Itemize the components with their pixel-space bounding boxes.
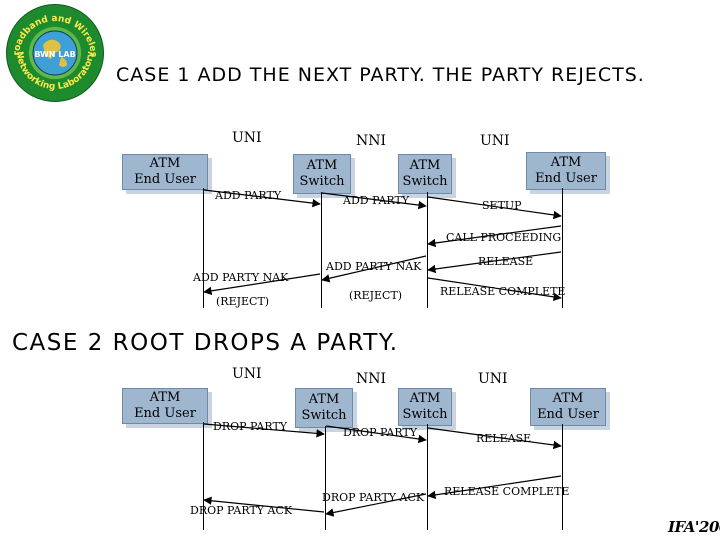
case1-msg-reject-2: (REJECT)	[349, 289, 403, 302]
lab-logo: Broadband and Wireless Networking Labora…	[6, 4, 104, 102]
case2-msg-drop-party-ack-2: DROP PARTY ACK	[322, 491, 425, 504]
case2-msg-release-complete: RELEASE COMPLETE	[444, 485, 570, 498]
case2-switch-left: ATM Switch	[295, 388, 353, 428]
case2-switch-right: ATM Switch	[398, 388, 452, 426]
case1-msg-add-party-nak-1: ADD PARTY NAK	[193, 271, 289, 284]
case2-arrow-release	[427, 427, 562, 450]
globe-icon: Broadband and Wireless Networking Labora…	[7, 5, 98, 92]
case1-switch-right: ATM Switch	[398, 154, 452, 194]
case2-arrow-drop-party-ack-1	[203, 496, 325, 513]
case2-uni-right-label: UNI	[478, 371, 508, 387]
case1-msg-release: RELEASE	[478, 255, 534, 268]
case1-arrow-add-party-nak-1	[203, 273, 321, 295]
case1-uni-left-label: UNI	[232, 130, 262, 146]
case2-msg-drop-party-ack-1: DROP PARTY ACK	[190, 504, 293, 517]
case1-lifeline-user-right	[562, 188, 563, 308]
signature: IFA'2005	[668, 518, 720, 536]
case2-lifeline-switch-left	[325, 426, 326, 530]
case1-lifeline-switch-left	[321, 192, 322, 308]
case1-msg-add-party-nak-2: ADD PARTY NAK	[326, 260, 422, 273]
case1-end-user-left: ATM End User	[122, 154, 208, 190]
case2-end-user-right: ATM End User	[530, 388, 606, 426]
case1-arrow-add-party-1	[203, 189, 321, 208]
case2-arrow-drop-party-1	[203, 423, 325, 438]
case1-arrow-setup	[427, 196, 562, 220]
case2-lifeline-user-right	[562, 424, 563, 530]
case1-msg-release-complete: RELEASE COMPLETE	[440, 285, 566, 298]
case1-arrow-call-proceeding	[427, 225, 562, 248]
case2-arrow-release-complete	[427, 475, 562, 500]
case1-arrow-add-party-nak-2	[321, 255, 427, 283]
case1-arrow-release	[427, 251, 562, 274]
case1-lifeline-switch-right	[427, 192, 428, 308]
case1-nni-label: NNI	[356, 133, 387, 149]
case1-lifeline-user-left	[203, 188, 204, 308]
case1-title: CASE 1 ADD THE NEXT PARTY. THE PARTY REJ…	[116, 64, 645, 86]
case1-uni-right-label: UNI	[480, 133, 510, 149]
case1-arrow-release-complete	[427, 277, 562, 302]
case2-arrow-drop-party-2	[325, 425, 427, 444]
case2-arrow-drop-party-ack-2	[325, 493, 427, 517]
case2-lifeline-user-left	[203, 422, 204, 530]
case2-uni-left-label: UNI	[232, 366, 262, 382]
case2-title: CASE 2 ROOT DROPS A PARTY.	[12, 330, 399, 356]
case1-msg-call-proceeding: CALL PROCEEDING	[446, 231, 562, 244]
logo-center-text: BWN LAB	[34, 50, 75, 59]
case1-switch-left: ATM Switch	[293, 154, 351, 194]
case1-arrow-add-party-2	[321, 192, 427, 210]
case2-lifeline-switch-right	[427, 424, 428, 530]
case2-end-user-left: ATM End User	[122, 388, 208, 424]
case1-end-user-right: ATM End User	[526, 152, 606, 190]
case1-msg-reject-1: (REJECT)	[216, 295, 270, 308]
case2-nni-label: NNI	[356, 371, 387, 387]
